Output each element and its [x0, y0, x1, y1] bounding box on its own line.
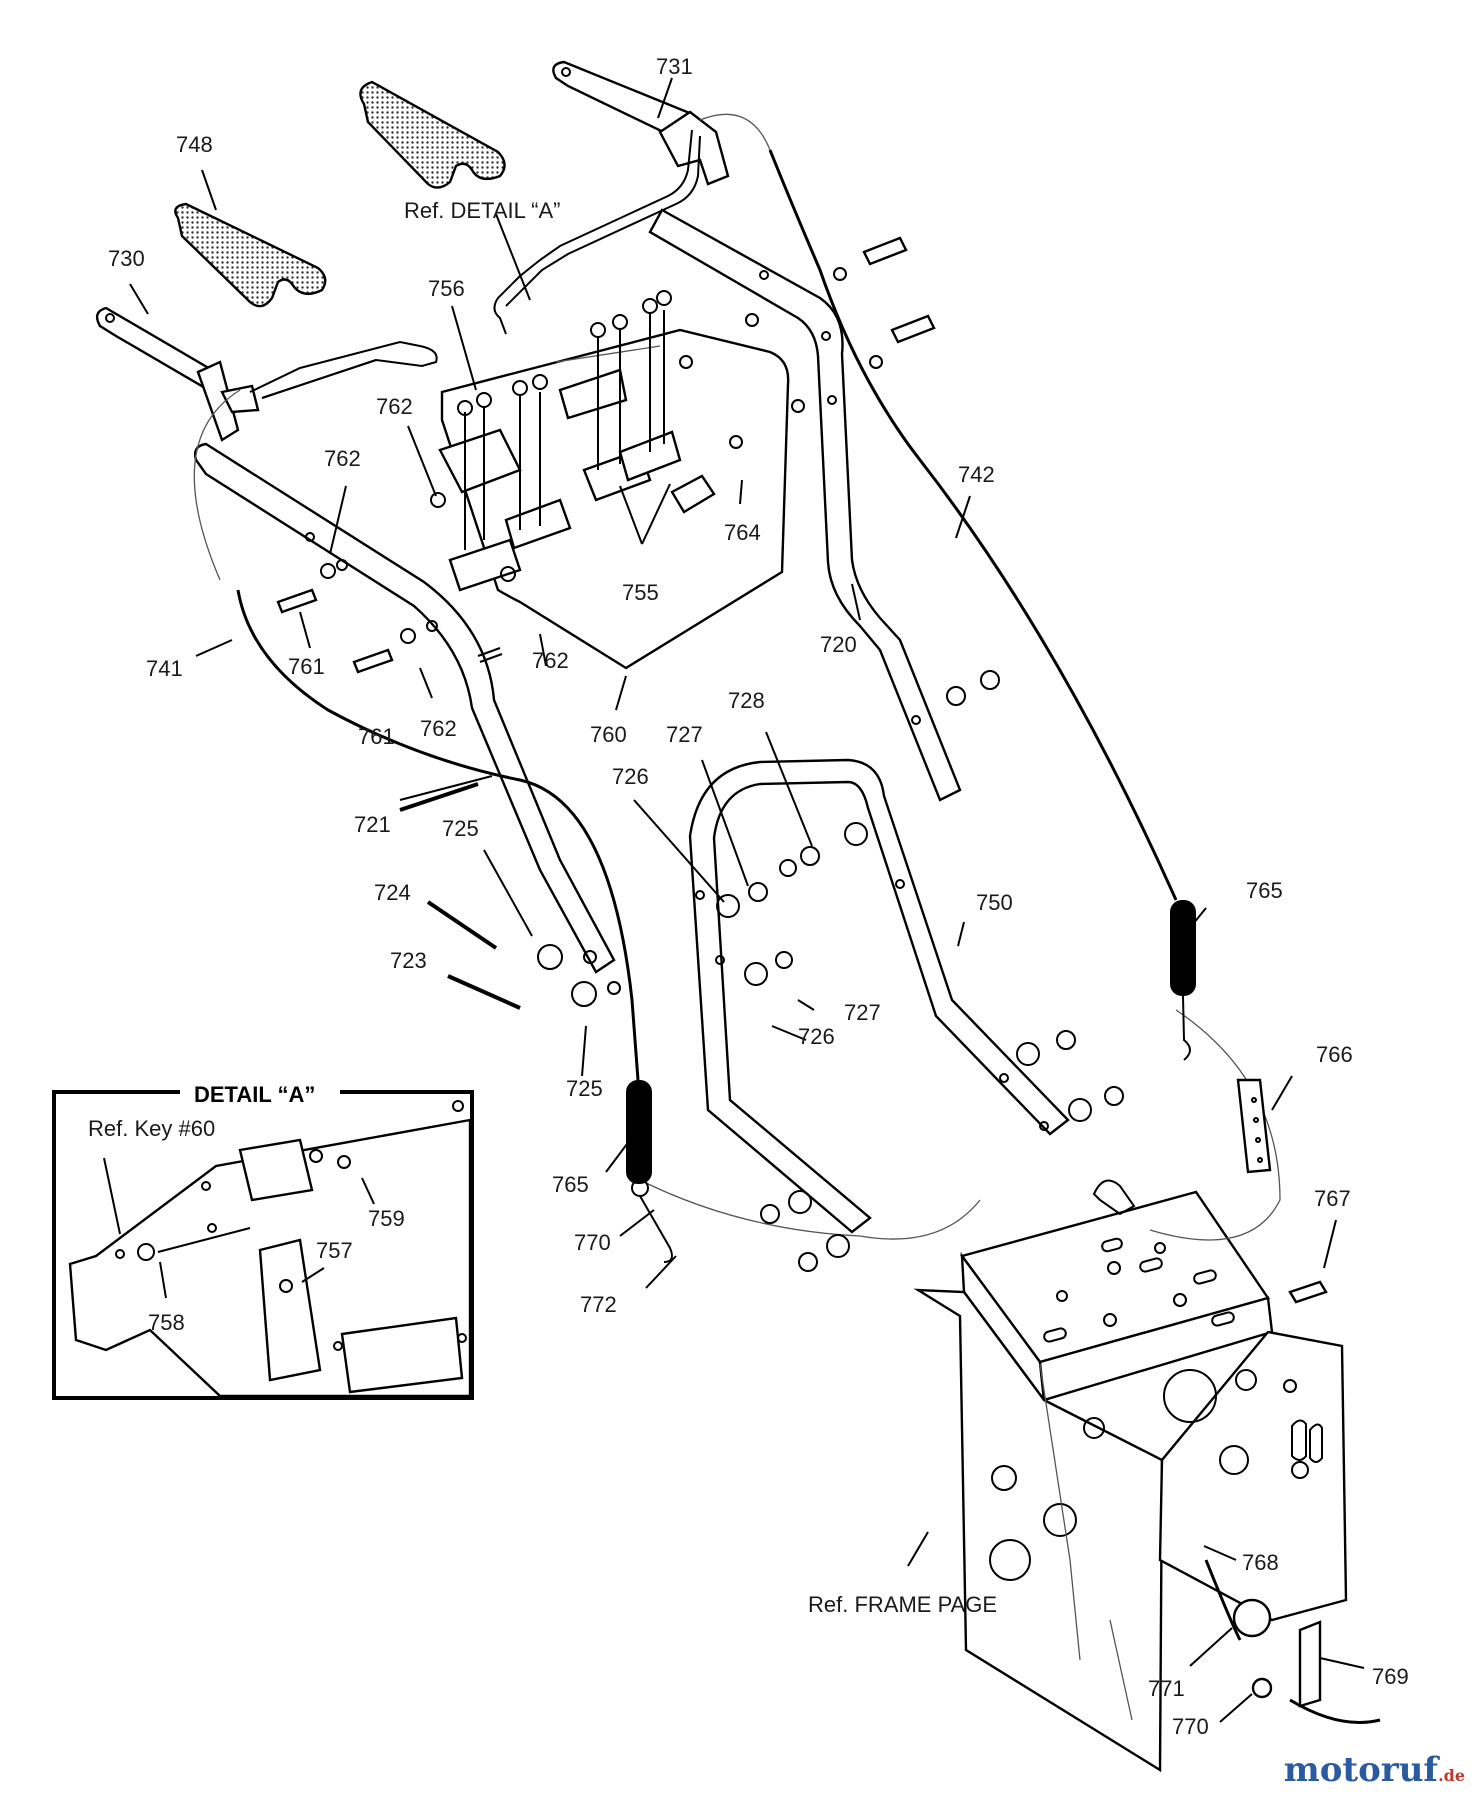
- detail-a-labels: DETAIL “A” Ref. Key #60 759 757 758: [88, 1082, 405, 1335]
- label-771: 771: [1148, 1676, 1185, 1701]
- watermark-tld: .de: [1438, 1766, 1465, 1785]
- callout-labels: 731 748 730 Ref. DETAIL “A” 756 762 762 …: [108, 54, 1409, 1739]
- cables: [193, 113, 1381, 1724]
- control-lever-right: [493, 60, 730, 335]
- label-758: 758: [148, 1310, 185, 1335]
- detail-a-title: DETAIL “A”: [194, 1082, 315, 1107]
- lower-handle-center: [688, 758, 1070, 1234]
- label-757: 757: [316, 1238, 353, 1263]
- label-755: 755: [622, 580, 659, 605]
- spring-upper: [1170, 900, 1196, 1061]
- label-760: 760: [590, 722, 627, 747]
- label-725-b: 725: [566, 1076, 603, 1101]
- spring-lower: [626, 1080, 673, 1263]
- label-ref-detail-a: Ref. DETAIL “A”: [404, 198, 560, 223]
- label-721: 721: [354, 812, 391, 837]
- label-728: 728: [728, 688, 765, 713]
- label-748: 748: [176, 132, 213, 157]
- label-720: 720: [820, 632, 857, 657]
- label-762-b: 762: [324, 446, 361, 471]
- label-767: 767: [1314, 1186, 1351, 1211]
- label-727-a: 727: [666, 722, 703, 747]
- label-ref-key-60: Ref. Key #60: [88, 1116, 215, 1141]
- label-723: 723: [390, 948, 427, 973]
- label-730: 730: [108, 246, 145, 271]
- upper-handle-right: [648, 208, 962, 802]
- lever-brackets: [438, 290, 682, 592]
- label-768: 768: [1242, 1550, 1279, 1575]
- label-742: 742: [958, 462, 995, 487]
- watermark-logo: motoruf.de: [1284, 1750, 1465, 1790]
- label-772: 772: [580, 1292, 617, 1317]
- label-765-a: 765: [1246, 878, 1283, 903]
- label-762-c: 762: [532, 648, 569, 673]
- frame: [913, 1179, 1348, 1773]
- handle-grip-right: [359, 80, 506, 189]
- label-ref-frame-page: Ref. FRAME PAGE: [808, 1592, 997, 1617]
- label-726-a: 726: [612, 764, 649, 789]
- label-750: 750: [976, 890, 1013, 915]
- label-761-a: 761: [288, 654, 325, 679]
- label-761-b: 761: [358, 724, 395, 749]
- label-769: 769: [1372, 1664, 1409, 1689]
- label-765-b: 765: [552, 1172, 589, 1197]
- label-759: 759: [368, 1206, 405, 1231]
- leader-lines: [129, 77, 1365, 1723]
- upper-handle-left: [193, 442, 616, 974]
- label-762-a: 762: [376, 394, 413, 419]
- label-725-a: 725: [442, 816, 479, 841]
- label-741: 741: [146, 656, 183, 681]
- control-lever-left: [95, 306, 438, 442]
- label-731: 731: [656, 54, 693, 79]
- console-panel: [440, 328, 790, 670]
- label-764: 764: [724, 520, 761, 545]
- label-770-b: 770: [1172, 1714, 1209, 1739]
- watermark-text: motoruf: [1283, 1750, 1439, 1790]
- handle-grip-left: [174, 202, 327, 308]
- cable-adjuster: [1236, 1078, 1272, 1174]
- detail-a-inset: [52, 1076, 474, 1400]
- fasteners: [276, 236, 1328, 1304]
- label-726-b: 726: [798, 1024, 835, 1049]
- label-724: 724: [374, 880, 411, 905]
- label-756: 756: [428, 276, 465, 301]
- label-770-a: 770: [574, 1230, 611, 1255]
- label-727-b: 727: [844, 1000, 881, 1025]
- label-762-d: 762: [420, 716, 457, 741]
- label-766: 766: [1316, 1042, 1353, 1067]
- cable-bracket: [1232, 1598, 1322, 1708]
